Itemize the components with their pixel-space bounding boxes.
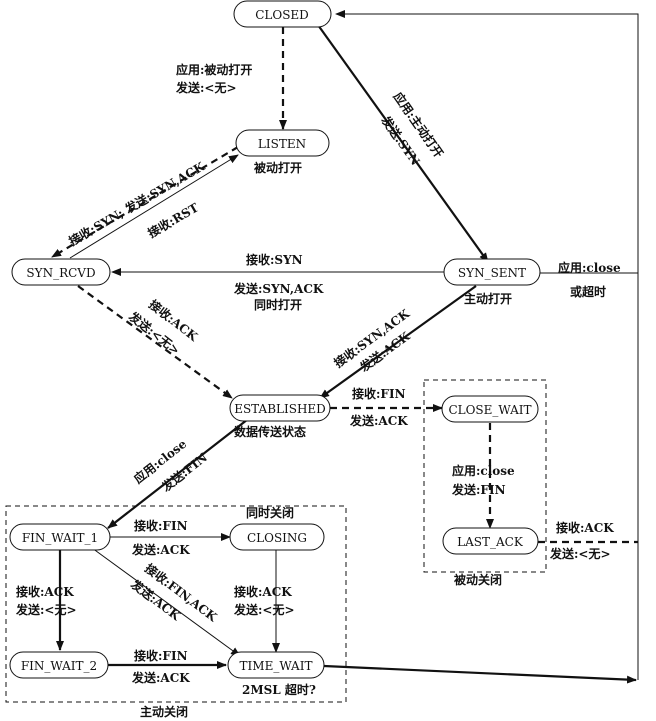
svg-text:LAST_ACK: LAST_ACK [457, 535, 524, 549]
label-fw1-fw2-2: 发送:<无> [15, 602, 77, 617]
passive-close-box [423, 379, 547, 573]
label-fw1-closing-2: 发送:ACK [131, 542, 190, 557]
svg-text:FIN_WAIT_1: FIN_WAIT_1 [22, 531, 98, 545]
caption-passive-open: 被动打开 [254, 160, 302, 175]
label-fw2-timewait-1: 接收:FIN [134, 648, 188, 663]
label-closed-listen-1: 应用:被动打开 [176, 62, 252, 77]
svg-text:TIME_WAIT: TIME_WAIT [240, 659, 313, 673]
caption-simultaneous-close: 同时关闭 [246, 505, 294, 520]
label-listen-synrcvd: 接收:SYN; 发送:SYN,ACK [66, 158, 207, 248]
state-syn-rcvd: SYN_RCVD [11, 258, 111, 286]
caption-active-open: 主动打开 [464, 291, 512, 306]
label-closewait-lastack-1: 应用:close [452, 463, 515, 478]
active-close-box [5, 505, 347, 703]
edge-established-finwait1 [107, 415, 253, 529]
edge-timewait-closed [323, 664, 637, 684]
caption-time-wait: 2MSL 超时? [242, 682, 316, 697]
state-close-wait: CLOSE_WAIT [441, 395, 539, 423]
edge-synsent-established [319, 285, 477, 399]
caption-established: 数据传送状态 [234, 424, 306, 439]
state-syn-sent: SYN_SENT [443, 258, 541, 286]
state-closed: CLOSED [233, 0, 332, 28]
svg-text:CLOSE_WAIT: CLOSE_WAIT [448, 403, 531, 417]
label-synsent-synrcvd-3: 同时打开 [254, 297, 302, 312]
label-lastack-closed-1: 接收:ACK [556, 520, 614, 535]
state-closing: CLOSING [229, 523, 325, 551]
svg-text:CLOSED: CLOSED [255, 8, 309, 22]
edge-synrcvd-listen [69, 154, 239, 259]
svg-text:CLOSING: CLOSING [247, 531, 307, 545]
label-closed-listen-2: 发送:<无> [175, 80, 237, 95]
label-synsent-synrcvd-2: 发送:SYN,ACK [233, 281, 324, 296]
state-fin-wait-1: FIN_WAIT_1 [9, 523, 111, 551]
caption-passive-close: 被动关闭 [454, 572, 502, 587]
label-fw1-fw2-1: 接收:ACK [16, 584, 74, 599]
edge-synrcvd-established [77, 285, 233, 399]
label-fw1-closing-1: 接收:FIN [134, 518, 188, 533]
svg-text:SYN_RCVD: SYN_RCVD [26, 266, 95, 280]
caption-active-close: 主动关闭 [140, 704, 188, 719]
label-closewait-lastack-2: 发送:FIN [451, 482, 506, 497]
edge-return-closed [335, 10, 639, 680]
label-closing-timewait-2: 发送:<无> [233, 602, 295, 617]
state-established: ESTABLISHED [229, 394, 331, 422]
svg-text:ESTABLISHED: ESTABLISHED [234, 402, 326, 416]
edge-finwait1-timewait [91, 547, 241, 657]
edge-listen-synrcvd [51, 146, 239, 258]
state-listen: LISTEN [235, 129, 330, 157]
svg-text:LISTEN: LISTEN [258, 137, 306, 151]
label-synrcvd-listen: 接收:RST [145, 200, 201, 241]
label-synsent-close-1: 应用:close [558, 260, 621, 275]
label-lastack-closed-2: 发送:<无> [549, 546, 611, 561]
state-time-wait: TIME_WAIT [227, 651, 325, 679]
label-synsent-close-2: 或超时 [570, 284, 606, 299]
label-closing-timewait-1: 接收:ACK [234, 584, 292, 599]
svg-text:SYN_SENT: SYN_SENT [458, 266, 526, 280]
label-est-closewait-1: 接收:FIN [352, 386, 406, 401]
label-fw2-timewait-2: 发送:ACK [131, 670, 190, 685]
label-est-closewait-2: 发送:ACK [349, 413, 408, 428]
label-synsent-synrcvd-1: 接收:SYN [246, 252, 303, 267]
edge-closed-synsent [317, 24, 489, 263]
svg-text:FIN_WAIT_2: FIN_WAIT_2 [21, 659, 97, 673]
state-fin-wait-2: FIN_WAIT_2 [9, 651, 109, 679]
state-last-ack: LAST_ACK [442, 527, 539, 555]
